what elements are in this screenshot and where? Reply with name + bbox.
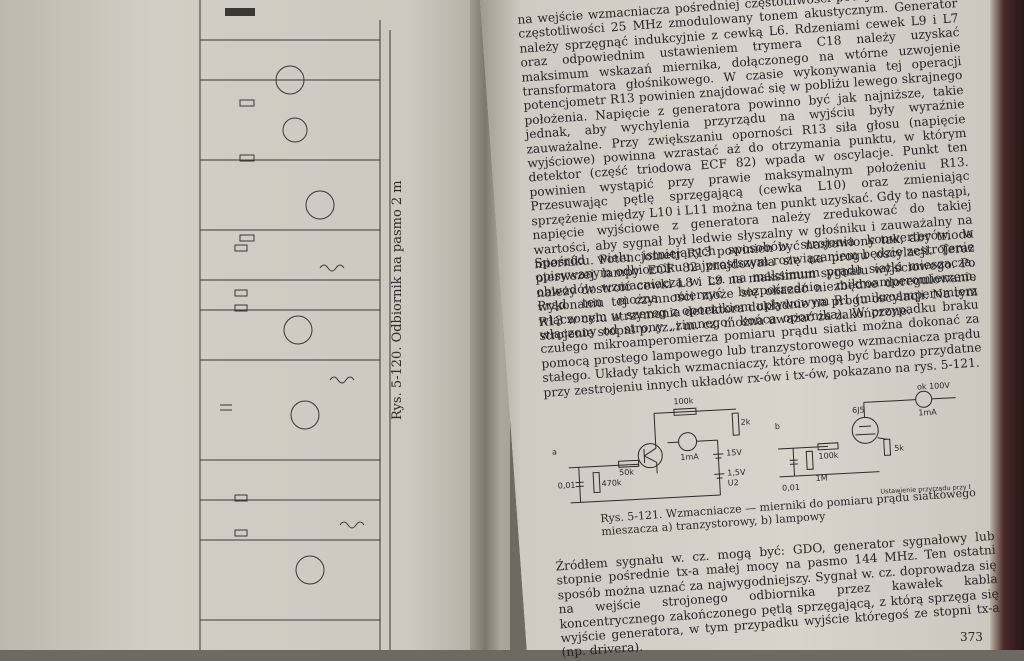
label-1ma-b: 1mA bbox=[918, 408, 937, 418]
left-figure-caption: Rys. 5-120. Odbiornik na pasmo 2 m bbox=[390, 180, 405, 420]
label-50k: 50k bbox=[619, 468, 635, 478]
label-100k-b: 100k bbox=[818, 451, 839, 461]
amplifier-figure: a b 100k 2k 50k 470k 0,01 1mA 15V 1,5V U… bbox=[545, 377, 971, 519]
label-1m: 1M bbox=[815, 473, 828, 483]
label-001-a: 0,01 bbox=[557, 481, 575, 491]
right-page-text: na wejście wzmacniacza pośredniej często… bbox=[500, 0, 1014, 648]
label-6j5: 6J5 bbox=[852, 405, 865, 415]
label-1ma-a: 1mA bbox=[680, 452, 699, 462]
page-number: 373 bbox=[960, 630, 983, 644]
label-100k-a: 100k bbox=[673, 396, 694, 406]
label-a: a bbox=[552, 448, 557, 457]
label-ok100v: ok 100V bbox=[917, 381, 951, 392]
label-001-b: 0,01 bbox=[782, 483, 800, 493]
label-note: Ustawienie przyrządu przy braku napięcia… bbox=[880, 479, 971, 496]
label-15v-b: 1,5V bbox=[727, 468, 746, 478]
paragraph-2: Spośród wielu istniejących sposobów stro… bbox=[534, 226, 983, 400]
label-15v: 15V bbox=[726, 448, 743, 458]
label-2k: 2k bbox=[740, 417, 751, 427]
label-5k: 5k bbox=[894, 443, 905, 453]
label-u2: U2 bbox=[728, 478, 739, 488]
label-b: b bbox=[775, 422, 781, 431]
label-470k: 470k bbox=[601, 478, 622, 488]
